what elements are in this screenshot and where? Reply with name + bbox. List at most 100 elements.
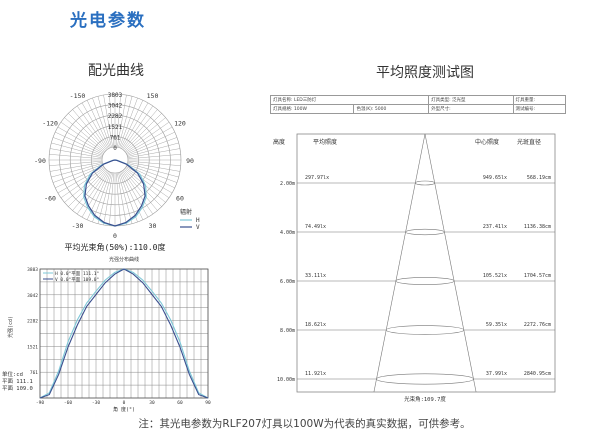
polar-spoke — [117, 94, 127, 148]
center-illuminance: 37.99lx — [486, 371, 507, 377]
polar-spoke — [81, 171, 109, 218]
avg-illuminance: 11.92lx — [305, 371, 326, 377]
polar-spoke — [68, 169, 106, 207]
diagram-frame — [296, 133, 556, 393]
polar-spoke — [52, 164, 103, 183]
legend-label-H: H 0.0°平面 111.1° — [55, 271, 100, 277]
x-tick-label: 0 — [123, 400, 126, 406]
polar-spoke — [119, 97, 138, 148]
left-note: 平面 109.0 — [2, 385, 33, 392]
polar-spoke — [72, 169, 107, 211]
angle-label: -120 — [42, 120, 58, 128]
polar-spoke — [127, 162, 181, 172]
legend-title: 辐射 — [180, 208, 192, 216]
height-label: 2.00m — [280, 181, 295, 187]
x-axis-label: 角 度(°) — [113, 406, 135, 413]
radial-tick-label: 0 — [113, 145, 117, 152]
test-number: 测试编号: — [512, 104, 566, 114]
polar-spoke — [76, 105, 108, 150]
polar-spoke — [72, 109, 107, 151]
angle-label: 150 — [147, 92, 159, 100]
angle-label: 0 — [113, 232, 117, 240]
angle-label: -60 — [44, 195, 56, 203]
polar-spoke — [122, 170, 154, 215]
polar-spoke — [127, 163, 179, 178]
beam-angle-caption: 光束角:109.7度 — [404, 395, 446, 403]
polar-spoke — [124, 113, 162, 151]
y-axis-label: 光强(cd) — [7, 316, 14, 338]
polar-spoke — [49, 162, 103, 172]
radial-tick-label: 761 — [110, 134, 121, 141]
polar-spoke — [119, 172, 138, 223]
polar-spoke — [124, 117, 166, 152]
height-label: 4.00m — [280, 230, 295, 236]
footnote: 注：其光电参数为RLF207灯具以100W为代表的真实数据，可供参考。 — [138, 418, 471, 430]
height-label: 6.00m — [280, 279, 295, 285]
x-tick-label: 30 — [149, 400, 155, 406]
light-spot — [415, 180, 436, 186]
polar-spoke — [51, 163, 103, 178]
avg-illuminance: 18.62lx — [305, 322, 326, 328]
polar-spoke — [121, 171, 149, 218]
y-tick-label: 761 — [30, 370, 38, 376]
spot-diameter: 1704.57cm — [524, 273, 551, 279]
line-chart-title: 光强分布曲线 — [109, 256, 139, 263]
spot-diameter: 1136.38cm — [524, 224, 551, 230]
y-tick-label: 1521 — [27, 344, 38, 350]
avg-illuminance: 297.97lx — [305, 175, 329, 181]
height-label: 10.00m — [277, 377, 295, 383]
angle-label: 90 — [186, 157, 194, 165]
avg-illuminance: 33.11lx — [305, 273, 326, 279]
polar-spoke — [60, 167, 105, 199]
polar-chart-title: 配光曲线 — [88, 63, 144, 79]
polar-spoke — [92, 97, 111, 148]
center-header: 中心照度 — [475, 138, 499, 146]
polar-spoke — [115, 172, 122, 226]
unit-label: 单位:cd — [2, 370, 23, 378]
polar-spoke — [127, 137, 178, 156]
y-tick-label: 3042 — [27, 293, 38, 299]
light-spot — [405, 228, 445, 236]
polar-spoke — [60, 121, 105, 153]
polar-spoke — [126, 126, 173, 154]
polar-spoke — [115, 94, 122, 148]
polar-spoke — [55, 131, 104, 155]
lamp-type: 灯具类型: 泛光型 — [428, 95, 514, 105]
polar-spoke — [125, 167, 170, 199]
polar-spoke — [92, 172, 111, 223]
cone-right — [424, 133, 477, 393]
x-tick-label: 90 — [205, 400, 211, 406]
radial-tick-label: 3042 — [108, 103, 123, 110]
height-header: 高度 — [273, 138, 285, 146]
angle-label: -30 — [72, 222, 84, 230]
x-tick-label: -60 — [64, 400, 72, 406]
polar-spoke — [49, 160, 103, 167]
polar-spoke — [52, 137, 103, 156]
polar-spoke — [76, 170, 108, 215]
y-tick-label: 3803 — [27, 267, 38, 273]
angle-label: 30 — [149, 222, 157, 230]
polar-spoke — [55, 165, 104, 189]
polar-spoke — [124, 169, 162, 207]
polar-spoke — [108, 172, 115, 226]
polar-spoke — [127, 164, 178, 183]
polar-spoke — [103, 94, 113, 148]
polar-spoke — [127, 142, 179, 157]
polar-spoke — [86, 100, 110, 149]
polar-spoke — [118, 96, 133, 148]
polar-spoke — [103, 172, 113, 226]
polar-spoke — [127, 148, 181, 158]
spot-diameter: 2272.76cm — [524, 322, 551, 328]
polar-spoke — [51, 142, 103, 157]
avg-header: 平均照度 — [313, 138, 337, 146]
polar-series-V — [84, 159, 146, 227]
beam-angle-label: 平均光束角(50%):110.0度 — [65, 242, 166, 252]
radial-tick-label: 1521 — [108, 124, 123, 131]
spot-diameter: 568.19cm — [527, 175, 551, 181]
center-illuminance: 59.35lx — [486, 322, 507, 328]
polar-spoke — [118, 172, 133, 224]
light-spot — [385, 325, 465, 335]
polar-spoke — [81, 102, 109, 149]
